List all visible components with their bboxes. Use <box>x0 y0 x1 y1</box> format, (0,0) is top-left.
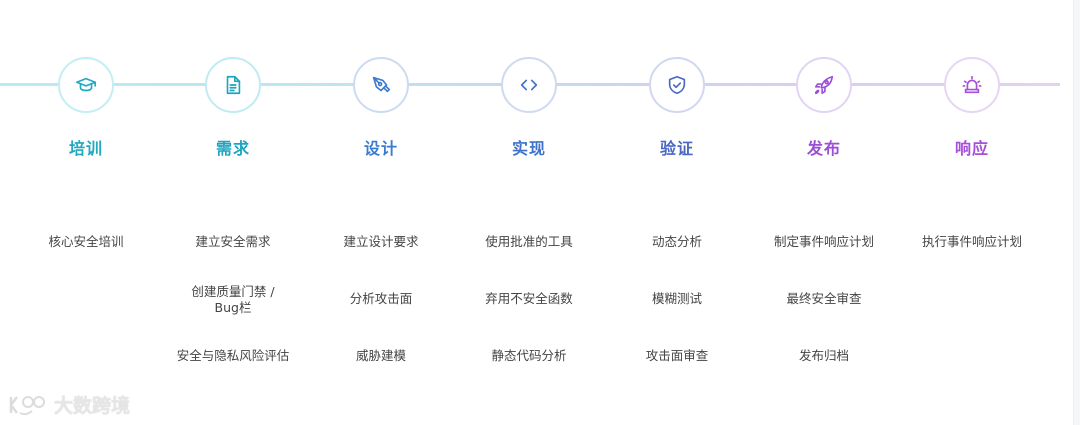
pen-nib-icon <box>372 76 391 93</box>
stage-activity: 静态代码分析 <box>491 348 567 363</box>
stage-activity: 建立设计要求 <box>343 234 419 249</box>
stage-activity: 模糊测试 <box>651 291 702 306</box>
stage-title: 响应 <box>954 139 989 158</box>
stage-node-training <box>58 57 114 113</box>
stage-title: 验证 <box>659 139 694 158</box>
stage-activity: 动态分析 <box>651 234 702 249</box>
stage-node-requirements <box>205 57 261 113</box>
scrollbar-strip <box>1073 0 1080 425</box>
watermark: 大数跨境 <box>8 391 130 418</box>
graduation-cap-icon <box>76 77 96 92</box>
stage-activity: 核心安全培训 <box>48 234 124 249</box>
stage-node-release <box>796 57 852 113</box>
stage-activity: 建立安全需求 <box>195 234 271 249</box>
stage-activity: 发布归档 <box>798 348 849 363</box>
stage-node-implementation <box>501 57 557 113</box>
document-icon <box>226 75 241 95</box>
stage-node-verification <box>649 57 705 113</box>
alarm-siren-icon <box>962 75 982 94</box>
stage-activity: 攻击面审查 <box>645 348 709 363</box>
code-brackets-icon <box>520 79 538 91</box>
rocket-icon <box>814 75 834 95</box>
stage-activity: 分析攻击面 <box>349 291 413 306</box>
shield-check-icon <box>668 75 686 95</box>
stage-node-response <box>944 57 1000 113</box>
stage-title: 发布 <box>806 139 841 158</box>
brand-logo-icon <box>9 395 45 415</box>
stage-activity: 创建质量门禁 / Bug栏 <box>191 284 275 315</box>
stage-activity: 执行事件响应计划 <box>921 234 1022 249</box>
stage-activity: 制定事件响应计划 <box>773 234 874 249</box>
stage-activity: 安全与隐私风险评估 <box>176 348 290 363</box>
stage-activity: 使用批准的工具 <box>485 234 573 249</box>
watermark-text: 大数跨境 <box>54 395 131 417</box>
stage-title: 培训 <box>68 139 103 158</box>
stage-node-design <box>353 57 409 113</box>
stage-title: 实现 <box>511 139 546 158</box>
stage-title: 设计 <box>363 139 398 158</box>
stage-activity: 最终安全审查 <box>786 291 862 306</box>
stage-activity: 威胁建模 <box>355 348 406 363</box>
stage-activity: 弃用不安全函数 <box>485 291 573 306</box>
stage-title: 需求 <box>215 139 250 158</box>
